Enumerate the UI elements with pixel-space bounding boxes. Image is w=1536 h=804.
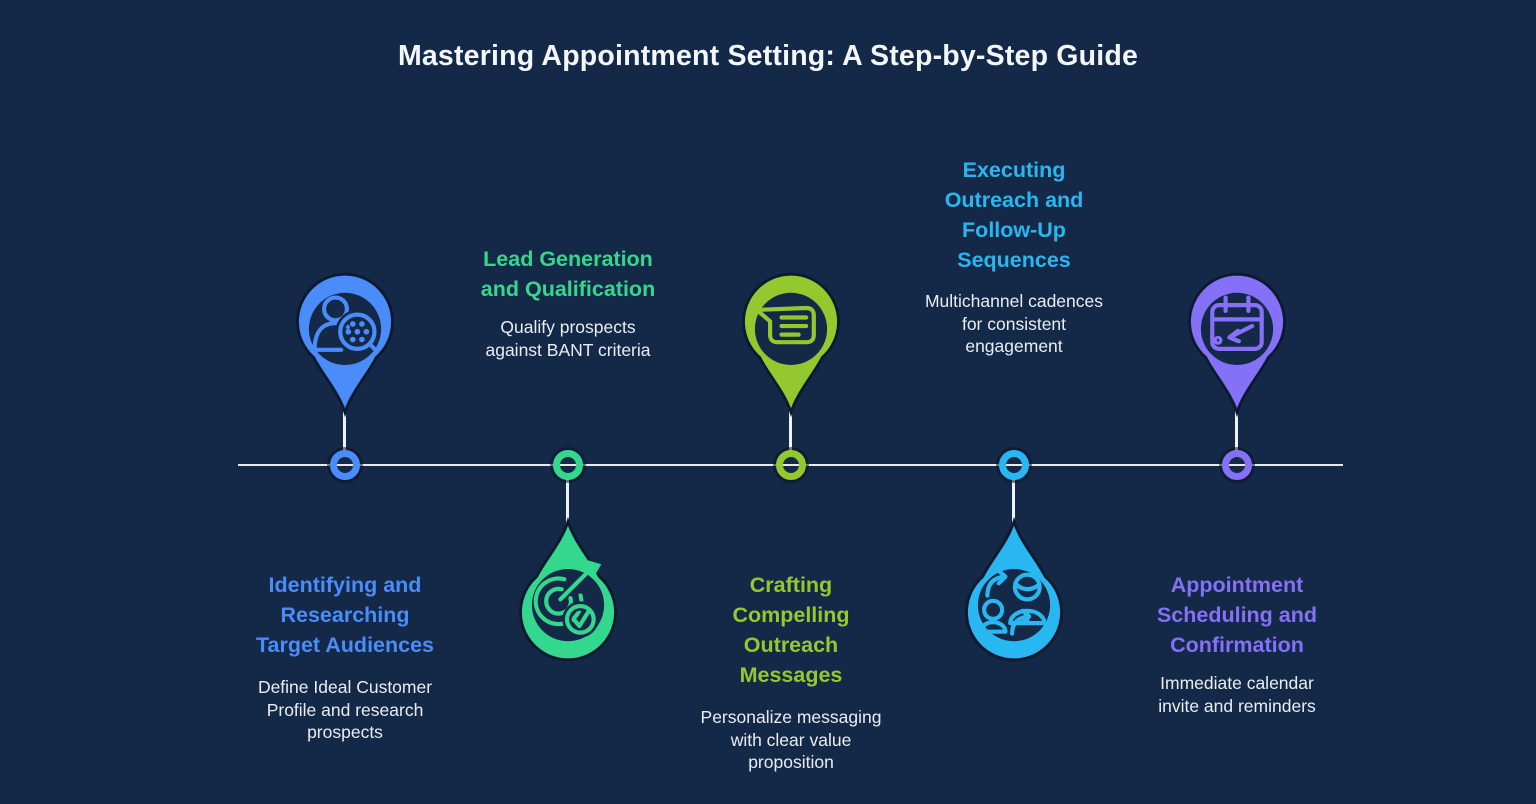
step-1-pin [296,272,394,418]
step-1-connector [343,406,346,452]
step-5-title: Appointment Scheduling and Confirmation [1156,573,1318,657]
step-3-connector [789,406,792,452]
step-4-connector [1012,478,1015,524]
step-1-title: Identifying and Researching Target Audie… [255,573,434,657]
step-4-title: Executing Outreach and Follow-Up Sequenc… [944,158,1084,272]
step-2-title: Lead Generation and Qualification [480,247,656,301]
timeline-line [238,464,1343,466]
step-2-connector [566,478,569,524]
step-5-description: Immediate calendar invite and reminders [1158,673,1316,716]
people-exchange-icon [978,568,1047,636]
step-3-pin [742,272,840,418]
target-check-icon [533,559,602,638]
step-5-connector [1235,406,1238,452]
step-3-title: Crafting Compelling Outreach Messages [732,573,850,687]
step-4-pin [965,516,1063,662]
step-4-description: Multichannel cadences for consistent eng… [924,291,1104,356]
calendar-arrow-icon [1210,295,1264,351]
step-2-description: Qualify prospects against BANT criteria [485,317,651,360]
step-3-description: Personalize messaging with clear value p… [700,707,882,772]
page-title: Mastering Appointment Setting: A Step-by… [397,40,1139,72]
person-search-icon [312,295,380,354]
chat-message-icon [754,305,816,345]
step-1-description: Define Ideal Customer Profile and resear… [257,677,433,742]
step-5-pin [1188,272,1286,418]
step-2-pin [519,516,617,662]
